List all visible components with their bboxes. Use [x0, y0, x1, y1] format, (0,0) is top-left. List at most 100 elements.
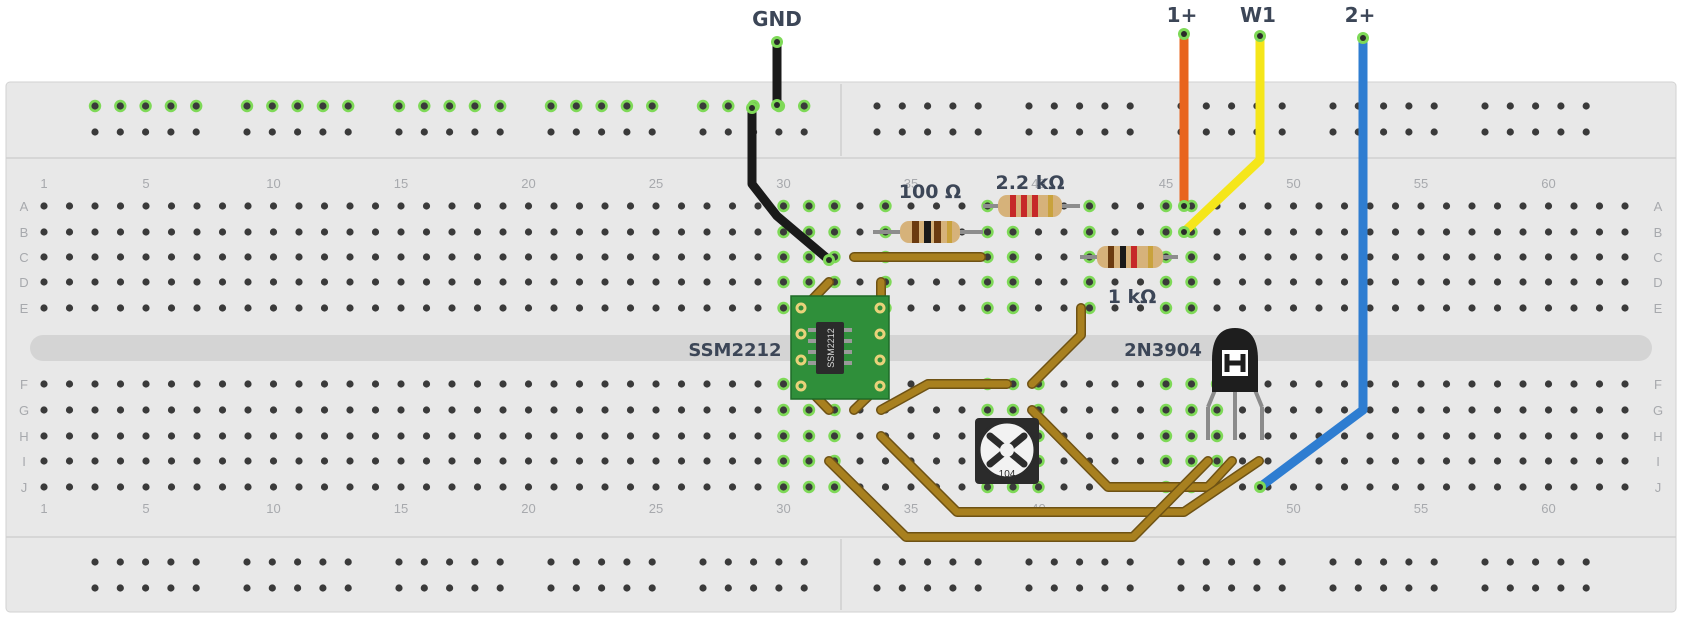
jumper-wire: [877, 380, 1011, 414]
breadboard-hole: [40, 380, 48, 388]
row-letter-g-left: G: [19, 403, 29, 418]
row-letter-i-right: I: [1656, 454, 1660, 469]
row-letter-j-right: J: [1655, 480, 1662, 495]
breadboard-hole: [830, 432, 839, 440]
breadboard-hole: [598, 102, 606, 110]
breadboard-hole: [550, 228, 558, 236]
chip-pad-hole: [877, 357, 883, 363]
breadboard-hole: [1329, 128, 1337, 136]
breadboard-hole: [1009, 253, 1017, 261]
breadboard-hole: [320, 483, 329, 491]
breadboard-hole: [244, 432, 252, 440]
breadboard-hole: [1354, 558, 1362, 566]
breadboard-hole: [1532, 558, 1540, 566]
breadboard-hole: [268, 584, 276, 592]
breadboard-hole: [448, 253, 456, 261]
breadboard-hole: [218, 228, 227, 236]
resistor-2-2k-ohm-label: 2.2 kΩ: [995, 172, 1064, 194]
breadboard-hole: [167, 128, 175, 136]
breadboard-hole: [1595, 457, 1604, 465]
breadboard-hole: [949, 584, 957, 592]
breadboard-hole: [1557, 128, 1565, 136]
breadboard-hole: [1430, 584, 1438, 592]
breadboard-hole: [724, 558, 732, 566]
breadboard-hole: [1111, 432, 1119, 440]
breadboard-hole: [779, 380, 788, 388]
breadboard-hole: [295, 432, 303, 440]
breadboard-hole: [949, 558, 957, 566]
breadboard-hole: [40, 432, 48, 440]
breadboard-hole: [524, 380, 533, 388]
breadboard-hole: [856, 278, 864, 286]
breadboard-hole: [1366, 457, 1374, 465]
breadboard-hole: [1582, 558, 1590, 566]
breadboard-hole: [932, 202, 941, 210]
breadboard-hole: [724, 128, 732, 136]
breadboard-hole: [754, 380, 762, 388]
breadboard-hole: [898, 128, 906, 136]
breadboard-hole: [371, 457, 380, 465]
breadboard-hole: [1238, 483, 1247, 491]
breadboard-hole: [1532, 584, 1540, 592]
breadboard-hole: [924, 102, 932, 110]
row-letter-f-left: F: [20, 377, 28, 392]
breadboard-hole: [1101, 558, 1109, 566]
breadboard-hole: [898, 102, 906, 110]
breadboard-hole: [754, 457, 762, 465]
wire-end-dot: [1181, 229, 1187, 235]
breadboard-hole: [65, 202, 74, 210]
breadboard-hole: [40, 278, 48, 286]
breadboard-hole: [974, 102, 982, 110]
breadboard-hole: [1481, 584, 1489, 592]
breadboard-hole: [1289, 253, 1298, 261]
breadboard-hole: [1442, 380, 1451, 388]
breadboard-hole: [167, 406, 176, 414]
breadboard-hole: [1442, 202, 1451, 210]
breadboard-hole: [1136, 304, 1145, 312]
breadboard-hole: [1595, 228, 1604, 236]
breadboard-hole: [1085, 483, 1094, 491]
breadboard-hole: [268, 128, 276, 136]
breadboard-hole: [1544, 380, 1553, 388]
breadboard-hole: [932, 304, 941, 312]
breadboard-hole: [932, 406, 941, 414]
potentiometer: 104: [975, 418, 1039, 484]
breadboard-hole: [167, 228, 176, 236]
breadboard-hole: [1213, 253, 1221, 261]
breadboard-hole: [420, 558, 428, 566]
breadboard-hole: [218, 406, 227, 414]
breadboard-hole: [40, 406, 48, 414]
breadboard-hole: [65, 432, 74, 440]
breadboard-hole: [1136, 202, 1145, 210]
breadboard-hole: [1595, 483, 1604, 491]
breadboard-hole: [652, 483, 660, 491]
breadboard-hole: [754, 432, 762, 440]
breadboard-hole: [295, 253, 303, 261]
breadboard-hole: [1085, 202, 1094, 210]
breadboard-hole: [422, 457, 431, 465]
breadboard-hole: [1315, 406, 1323, 414]
chip-pad-hole: [798, 331, 804, 337]
breadboard-hole: [1532, 102, 1540, 110]
breadboard-hole: [1442, 253, 1451, 261]
breadboard-hole: [473, 432, 482, 440]
breadboard-hole: [550, 278, 558, 286]
breadboard-hole: [116, 432, 125, 440]
breadboard-hole: [193, 278, 201, 286]
breadboard-hole: [1621, 304, 1629, 312]
breadboard-hole: [1238, 304, 1247, 312]
breadboard-hole: [677, 483, 686, 491]
breadboard-hole: [397, 228, 405, 236]
breadboard-hole: [924, 128, 932, 136]
breadboard-hole: [142, 380, 150, 388]
breadboard-hole: [949, 128, 957, 136]
breadboard-hole: [1417, 483, 1425, 491]
breadboard-hole: [1340, 202, 1349, 210]
breadboard-hole: [873, 584, 881, 592]
breadboard-hole: [932, 457, 941, 465]
breadboard-hole: [572, 558, 580, 566]
breadboard-hole: [1238, 253, 1247, 261]
breadboard-hole: [116, 457, 125, 465]
breadboard-hole: [1544, 202, 1553, 210]
breadboard-hole: [1405, 584, 1413, 592]
